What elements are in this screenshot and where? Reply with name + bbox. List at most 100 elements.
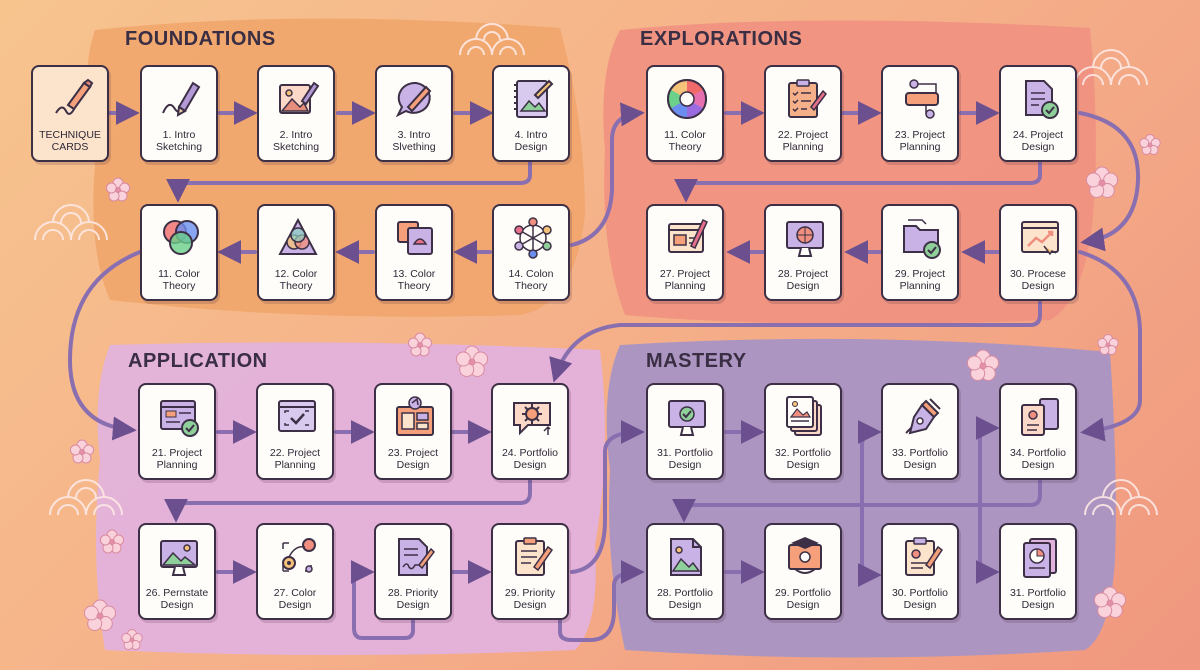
design-board-icon [396, 396, 434, 436]
monitor-wheel-icon [786, 221, 824, 257]
sakura-flower-decoration [69, 134, 1161, 650]
image-file-icon [670, 538, 702, 576]
pencil-squiggle-icon [162, 81, 201, 117]
region-title-foundations: FOUNDATIONS [125, 28, 276, 50]
folder-check-icon [903, 219, 941, 259]
triangle-circles-icon [278, 217, 318, 255]
profile-cards-icon [1021, 398, 1059, 436]
pen-nib-icon [905, 398, 941, 435]
editor-window-icon [668, 218, 708, 253]
region-title-application: APPLICATION [128, 350, 268, 372]
image-pencil-icon [279, 81, 320, 114]
region-title-explorations: EXPLORATIONS [640, 28, 803, 50]
speech-brush-icon [395, 81, 432, 118]
pencil-squiggle-icon [55, 78, 94, 115]
venn-circles-icon [163, 220, 199, 255]
region-title-mastery: MASTERY [646, 350, 747, 372]
color-network-icon [514, 217, 552, 259]
document-check-icon [1025, 80, 1059, 119]
speech-gear-icon [513, 402, 551, 436]
flowchart-icon [905, 79, 939, 119]
wave-pattern-decoration [34, 23, 1158, 516]
clipboard-profile-icon [905, 537, 944, 576]
graduation-screen-icon [788, 537, 822, 574]
clipboard-pencil-icon [515, 537, 554, 576]
browser-chart-icon [1021, 221, 1059, 256]
chart-book-icon [1023, 538, 1057, 578]
stacked-photos-icon [786, 396, 822, 436]
browser-check-icon [160, 400, 199, 437]
monitor-check-icon [668, 400, 706, 436]
color-wheel-icon [667, 79, 707, 119]
sketchbook-icon [514, 79, 554, 118]
clipboard-checklist-icon [788, 79, 827, 118]
monitor-landscape-icon [160, 540, 198, 576]
